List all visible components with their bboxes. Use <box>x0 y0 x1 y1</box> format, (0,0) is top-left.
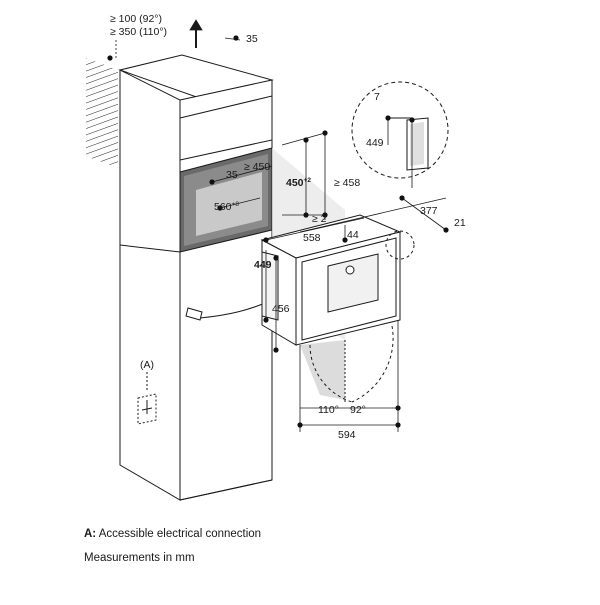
detail-circle <box>351 81 449 179</box>
detail-source-circle <box>385 230 415 260</box>
dim-niche-side: 35 <box>226 169 238 181</box>
vent-grille <box>86 58 118 168</box>
power-outlet-icon <box>137 393 157 425</box>
coffee-machine <box>260 214 402 346</box>
door-swing <box>300 325 394 403</box>
dim-offset-44: 44 <box>347 229 359 241</box>
legend-accessible-connection: A: Accessible electrical connection <box>84 528 261 540</box>
dim-width-558: 558 <box>303 232 321 244</box>
tall-cabinet <box>118 54 274 501</box>
dimension-dots <box>107 35 449 428</box>
power-cable <box>185 299 273 321</box>
legend-units: Measurements in mm <box>84 552 195 564</box>
dim-gap-2: ≥ 2 <box>312 213 327 225</box>
dim-niche-outer-height: ≥ 458 <box>334 177 360 189</box>
dim-door-angle-92: 92° <box>350 404 366 416</box>
dim-niche-height: 450+2 <box>286 177 311 189</box>
dim-front-21: 21 <box>454 217 466 229</box>
legend-a-text: Accessible electrical connection <box>98 528 262 540</box>
access-label: (A) <box>140 359 154 371</box>
dim-width-594: 594 <box>338 429 356 441</box>
dim-height-456: 456 <box>272 303 290 315</box>
dim-top-clearance-2: ≥ 350 (110°) <box>110 26 167 38</box>
dim-door-angle-110: 110° <box>318 404 339 416</box>
dim-top-clearance-1: ≥ 100 (92°) <box>110 13 162 25</box>
dim-detail-449: 449 <box>366 137 384 149</box>
dim-detail-7: 7 <box>374 91 380 103</box>
dim-top-gap: 35 <box>246 33 258 45</box>
dim-niche-depth: ≥ 450 <box>244 161 270 173</box>
dim-niche-width: 560+8 <box>214 201 239 213</box>
dim-depth-377: 377 <box>420 205 438 217</box>
dim-height-449: 449 <box>254 259 272 271</box>
dimension-lines <box>115 19 447 432</box>
legend-a-key: A: <box>84 528 97 540</box>
